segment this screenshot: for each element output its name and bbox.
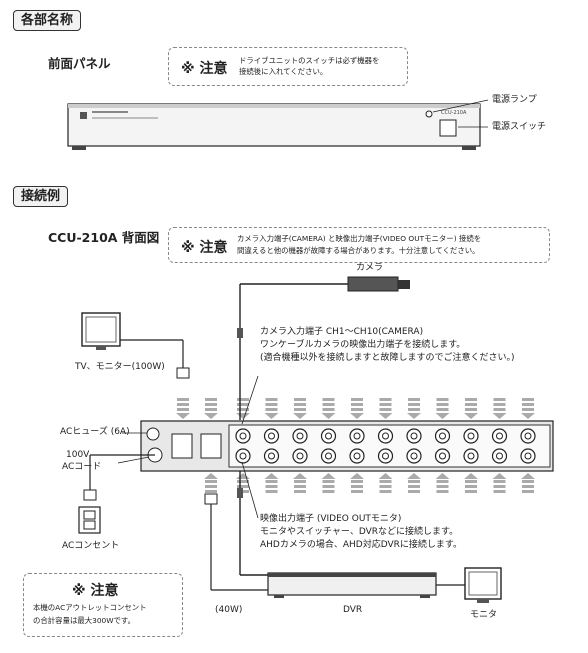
- camera-input-connector: [320, 428, 337, 444]
- front-model-text: CCU-210A: [441, 110, 467, 116]
- camera-input-connector: [463, 428, 479, 444]
- camera-input-connector: [520, 428, 536, 444]
- video-output-connector: [520, 448, 536, 464]
- video-output-connector: [491, 448, 508, 464]
- camera-input-desc: ワンケーブルカメラの映像出力端子を接続します。: [260, 340, 466, 350]
- outlet-label: ACコンセント: [62, 541, 120, 551]
- video-output-connector: [463, 448, 479, 464]
- down-arrow: [293, 398, 307, 419]
- bottom-note-mark: ※ 注意: [72, 583, 119, 599]
- down-arrow: [321, 398, 336, 419]
- camera-input-connector: [235, 428, 251, 444]
- connection-arrows: [176, 398, 535, 493]
- front-panel-label: 前面パネル: [48, 56, 111, 71]
- note-line-1: ドライブユニットのスイッチは必ず機器を: [239, 56, 380, 65]
- down-arrow: [492, 398, 507, 419]
- down-arrow: [407, 398, 421, 419]
- camera-input-connector: [292, 428, 308, 444]
- tv-device: [81, 312, 190, 379]
- note-mark: ※ 注意: [181, 61, 228, 77]
- camera-input-connector: [349, 428, 365, 444]
- down-arrow: [236, 398, 250, 419]
- ac-cord: [78, 454, 155, 534]
- video-output-connector: [263, 448, 280, 464]
- camera-input-connector: [491, 428, 508, 444]
- power-switch-label: 電源スイッチ: [492, 122, 547, 132]
- up-arrow: [407, 473, 421, 493]
- camera-input-warning: (適合機種以外を接続しますと故障しますのでご注意ください。): [260, 353, 515, 363]
- up-arrow: [492, 473, 507, 493]
- fuse-label: ACヒューズ (6A): [60, 427, 130, 437]
- ac-cord-voltage: 100V: [66, 450, 90, 460]
- monitor-device: [464, 567, 502, 603]
- video-output-connector: [235, 448, 251, 464]
- video-output-ahd: AHDカメラの場合、AHD対応DVRに接続します。: [260, 540, 462, 550]
- up-arrow: [350, 473, 364, 493]
- camera-input-title: カメラ入力端子 CH1～CH10(CAMERA): [260, 327, 424, 337]
- camera-input-connector: [434, 428, 451, 444]
- front-panel-note: ※ 注意 ドライブユニットのスイッチは必ず機器を 接続後に入れてください。: [168, 47, 408, 86]
- down-arrow: [521, 398, 535, 419]
- up-arrow: [435, 473, 450, 493]
- tv-label: TV、モニター(100W): [75, 362, 165, 372]
- front-panel-device: [67, 99, 489, 150]
- video-output-connector: [320, 448, 337, 464]
- up-arrow: [204, 473, 218, 493]
- video-output-cable: [237, 471, 268, 576]
- video-output-connector: [406, 448, 422, 464]
- camera-label: カメラ: [356, 263, 384, 273]
- down-arrow: [464, 398, 478, 419]
- camera-input-connector: [377, 428, 394, 444]
- dvr-device: [267, 572, 480, 598]
- rear-note-line-2: 間違えると他の機器が故障する場合があります。十分注意してください。: [237, 246, 480, 255]
- up-arrow: [464, 473, 478, 493]
- bottom-note-line-2: の合計容量は最大300Wです。: [33, 616, 135, 625]
- up-arrow: [321, 473, 336, 493]
- camera-input-connector: [263, 428, 280, 444]
- video-output-title: 映像出力端子 (VIDEO OUTモニタ): [260, 514, 402, 524]
- bnc-connectors: [235, 428, 536, 464]
- down-arrow: [176, 398, 190, 419]
- up-arrow: [264, 473, 279, 493]
- down-arrow: [264, 398, 279, 419]
- down-arrow: [204, 398, 218, 419]
- power-lamp-label: 電源ランプ: [492, 95, 537, 105]
- rear-view-label: CCU-210A 背面図: [48, 230, 160, 245]
- note-line-2: 接続後に入れてください。: [239, 67, 328, 76]
- down-arrow: [350, 398, 364, 419]
- section-title-connection: 接続例: [13, 186, 69, 207]
- camera-input-connector: [406, 428, 422, 444]
- video-output-connector: [349, 448, 365, 464]
- monitor-label: モニタ: [470, 610, 498, 620]
- video-output-connector: [292, 448, 308, 464]
- section-title-parts: 各部名称: [13, 10, 82, 31]
- up-arrow: [521, 473, 535, 493]
- video-output-connector: [377, 448, 394, 464]
- plug-40w-label: (40W): [215, 605, 243, 615]
- bottom-note-line-1: 本機のACアウトレットコンセント: [33, 603, 147, 612]
- plug-40w: [204, 493, 268, 591]
- camera-device: [237, 276, 410, 420]
- video-output-connector: [434, 448, 451, 464]
- down-arrow: [378, 398, 393, 419]
- ac-cord-label: ACコード: [62, 462, 102, 472]
- note-mark: ※ 注意: [181, 240, 228, 256]
- dvr-label: DVR: [343, 605, 363, 615]
- bottom-note: ※ 注意 本機のACアウトレットコンセント の合計容量は最大300Wです。: [23, 573, 183, 637]
- rear-note-line-1: カメラ入力端子(CAMERA) と映像出力端子(VIDEO OUTモニター) 接…: [237, 234, 482, 243]
- up-arrow: [293, 473, 307, 493]
- up-arrow: [378, 473, 393, 493]
- rear-panel-device: [140, 420, 554, 472]
- video-output-desc: モニタやスイッチャー、DVRなどに接続します。: [260, 527, 459, 537]
- rear-note: ※ 注意 カメラ入力端子(CAMERA) と映像出力端子(VIDEO OUTモニ…: [168, 227, 550, 263]
- down-arrow: [435, 398, 450, 419]
